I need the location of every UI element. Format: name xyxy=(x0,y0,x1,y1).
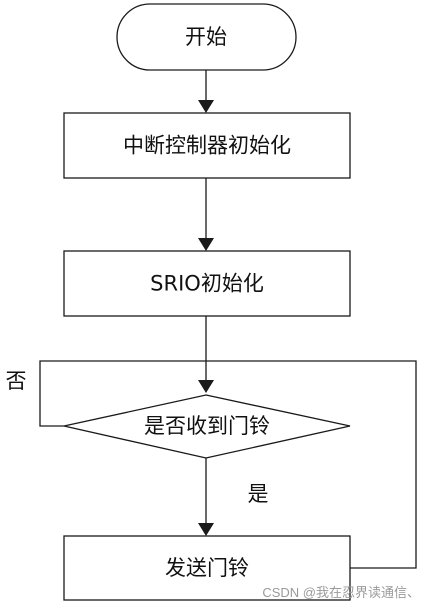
doorbell-check-node-label: 是否收到门铃 xyxy=(144,414,270,438)
edge-srio-to-decision xyxy=(198,316,214,393)
edge-intc-to-srio-arrowhead xyxy=(198,238,214,251)
send-doorbell-node-label: 发送门铃 xyxy=(165,556,249,580)
edge-no-loop-line xyxy=(39,360,206,427)
edge-yes-to-send-arrowhead xyxy=(198,523,214,536)
edge-intc-to-srio xyxy=(198,178,214,251)
doorbell-check-node: 是否收到门铃 xyxy=(63,394,351,459)
send-doorbell-node-shape xyxy=(63,535,351,601)
edge-send-loop-line xyxy=(206,360,417,569)
srio-init-node-label: SRIO初始化 xyxy=(150,272,264,296)
intc-init-node-label: 中断控制器初始化 xyxy=(123,134,291,158)
start-node: 开始 xyxy=(116,3,297,71)
edge-yes-label: 是 xyxy=(248,482,269,506)
edge-yes-to-send: 是 xyxy=(198,458,269,536)
start-node-label: 开始 xyxy=(185,25,227,49)
edge-no-label: 否 xyxy=(6,369,27,393)
edge-no-loop: 否 xyxy=(6,360,206,427)
intc-init-node: 中断控制器初始化 xyxy=(63,112,351,179)
srio-init-node: SRIO初始化 xyxy=(63,250,351,317)
edge-start-to-intc xyxy=(198,70,214,113)
intc-init-node-shape xyxy=(63,112,351,179)
send-doorbell-node: 发送门铃 xyxy=(63,535,351,601)
edge-send-loop xyxy=(206,360,417,569)
edge-start-to-intc-arrowhead xyxy=(198,100,214,113)
csdn-watermark: CSDN @我在忍界读通信、 xyxy=(262,585,420,600)
edge-srio-to-decision-arrowhead xyxy=(198,380,214,393)
srio-init-node-shape xyxy=(63,250,351,317)
